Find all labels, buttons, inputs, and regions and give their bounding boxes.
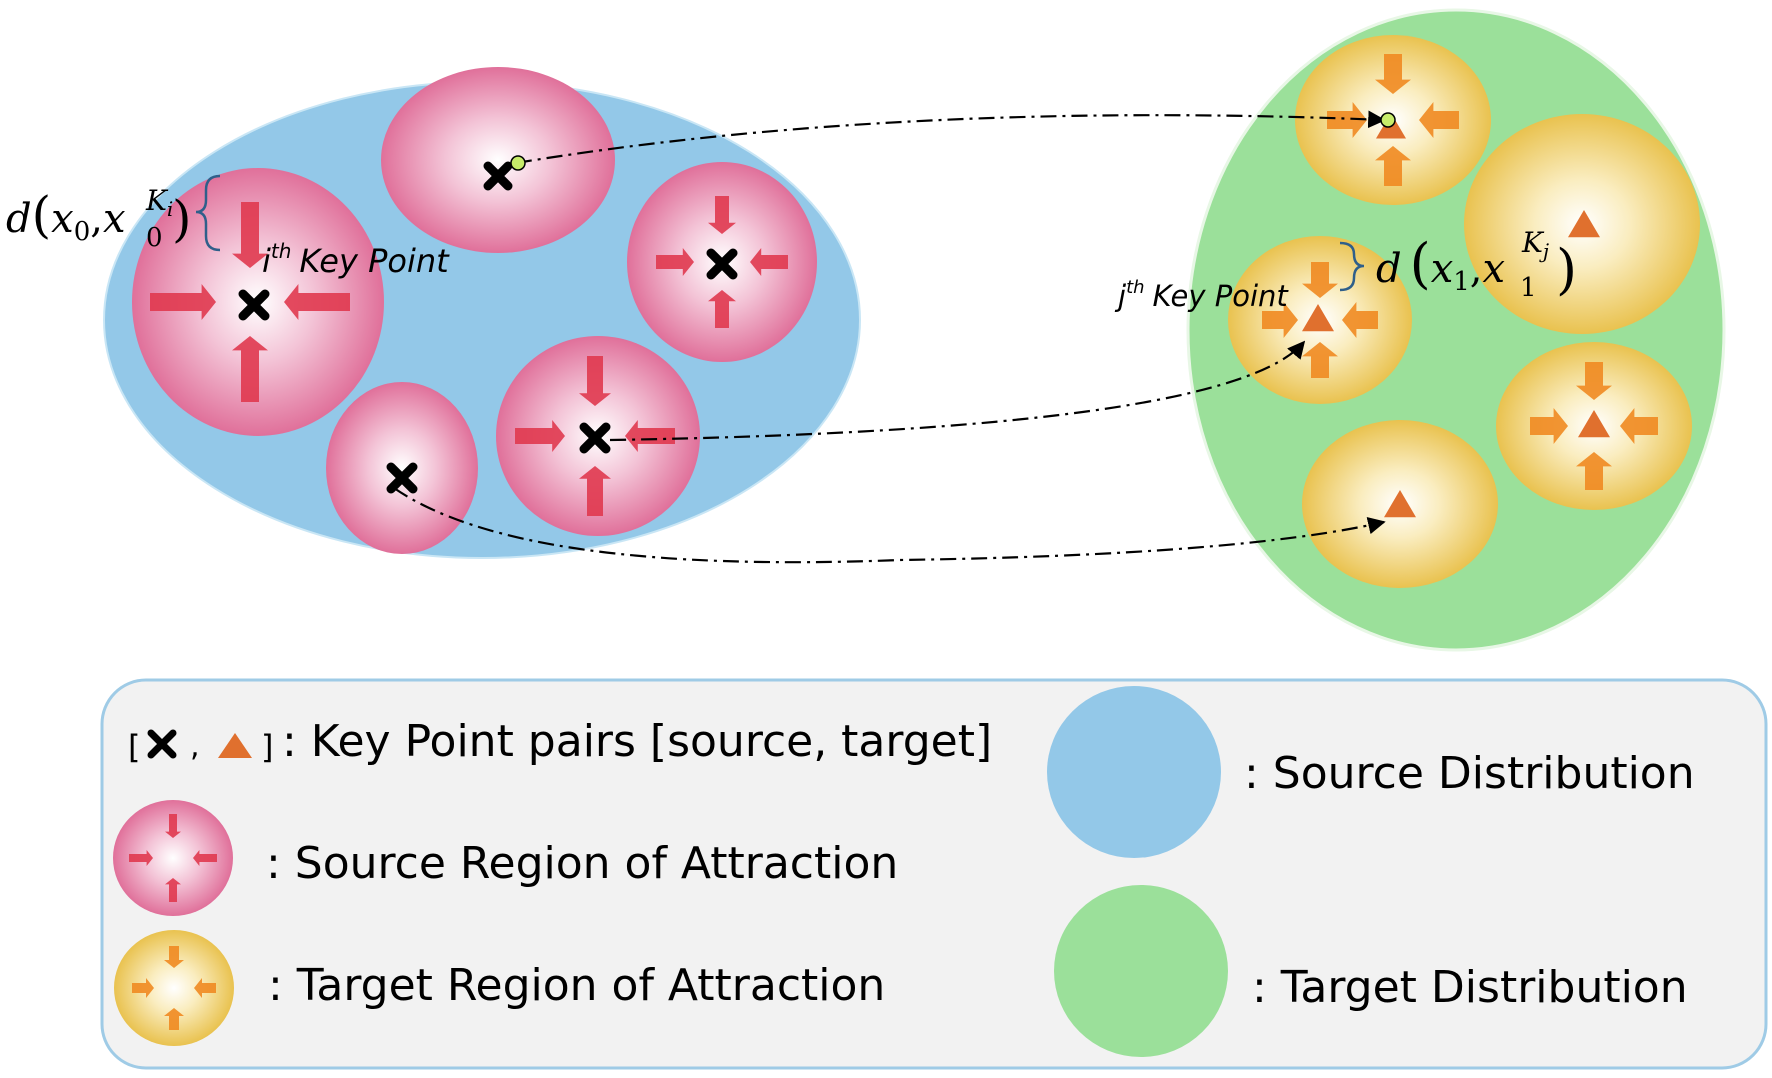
source-right-arrow-down bbox=[708, 196, 736, 234]
attraction-arrows bbox=[150, 54, 1658, 516]
legend-source-arrow-down bbox=[165, 814, 181, 838]
src-dist-sub: 0 bbox=[74, 217, 91, 247]
legend-source-dist: : Source Distribution bbox=[1244, 748, 1695, 799]
src-dist-sub2: 0 bbox=[146, 223, 163, 253]
source-left-arrow-left bbox=[284, 284, 350, 320]
legend-pairs-comma: , bbox=[190, 729, 200, 764]
target-hit-point-top bbox=[1380, 112, 1396, 128]
source-region-bottom-left bbox=[326, 382, 478, 554]
svg-text:d(x0,x: d(x0,x bbox=[6, 186, 126, 247]
target-mid-right-arrow-up bbox=[1576, 452, 1612, 490]
svg-text:Ki: Ki bbox=[145, 184, 173, 221]
src-dist-supsub: i bbox=[167, 197, 173, 221]
tgt-dist-sub2: 1 bbox=[1520, 273, 1537, 303]
legend-source-roa-arrows bbox=[129, 814, 217, 902]
src-dist-d: d bbox=[6, 196, 32, 242]
source-bottom-right-arrow-up bbox=[579, 466, 611, 516]
target-distance-bracket bbox=[1339, 241, 1365, 292]
source-keypoint-bottom-left bbox=[386, 462, 418, 494]
tgt-dist-sup: K bbox=[1521, 226, 1545, 259]
legend-target-arrow-up bbox=[164, 1008, 184, 1030]
target-keypoint-mid-right bbox=[1578, 410, 1610, 438]
src-dist-sup: K bbox=[145, 184, 169, 217]
target-keypoint-bottom bbox=[1384, 490, 1416, 518]
legend-target-arrow-left bbox=[194, 978, 216, 998]
target-top-arrow-down bbox=[1375, 54, 1411, 94]
legend-triangle-icon bbox=[218, 733, 252, 758]
key-point-markers bbox=[238, 113, 1610, 518]
src-dist-x: x bbox=[51, 196, 74, 242]
legend-pairs-open: [ bbox=[128, 728, 140, 766]
legend-pairs-label: : Key Point pairs [source, target] bbox=[282, 716, 992, 767]
legend-target-roa-swatch bbox=[114, 930, 234, 1046]
legend-target-arrow-right bbox=[132, 978, 154, 998]
target-mid-left-arrow-right bbox=[1262, 302, 1298, 338]
source-keypoint-right bbox=[706, 248, 738, 280]
connector-middle bbox=[609, 340, 1306, 442]
target-mid-right-arrow-right bbox=[1530, 408, 1568, 444]
svg-text:d(x1,x: d(x1,x bbox=[1376, 232, 1505, 297]
src-dist-x2: x bbox=[103, 196, 126, 242]
source-left-arrow-down bbox=[232, 202, 268, 268]
target-keypoint-mid-left bbox=[1302, 304, 1334, 332]
legend-source-dist-swatch bbox=[1047, 686, 1221, 858]
source-keypoint-left bbox=[238, 289, 270, 321]
legend-source-arrow-right bbox=[129, 850, 153, 866]
legend-source-roa: : Source Region of Attraction bbox=[266, 838, 898, 889]
tgt-dist-sub: 1 bbox=[1453, 267, 1470, 297]
target-mid-left-arrow-up bbox=[1302, 342, 1338, 378]
source-keypoint-bottom-right bbox=[579, 422, 611, 454]
src-dist-close: ) bbox=[172, 190, 192, 248]
legend: [ , ] : Key Point pairs [source, target]… bbox=[100, 678, 1768, 1070]
legend-target-dist: : Target Distribution bbox=[1252, 962, 1688, 1013]
legend-source-arrow-left bbox=[193, 850, 217, 866]
legend-source-arrow-up bbox=[165, 878, 181, 902]
target-top-arrow-right bbox=[1327, 102, 1367, 138]
src-dist-comma: , bbox=[90, 196, 103, 242]
source-right-arrow-right bbox=[656, 248, 694, 276]
target-mid-right-arrow-left bbox=[1620, 408, 1658, 444]
source-left-arrow-up bbox=[232, 336, 268, 402]
source-keypoint-top bbox=[483, 161, 513, 191]
tgt-dist-comma: , bbox=[1470, 246, 1483, 292]
source-region-top bbox=[381, 67, 615, 253]
tgt-dist-d: d bbox=[1376, 246, 1402, 292]
source-distance-bracket bbox=[195, 174, 221, 252]
source-distance-annotation: d(x0,x Ki 0 ) bbox=[6, 174, 221, 253]
svg-text:Kj: Kj bbox=[1521, 226, 1549, 263]
source-right-arrow-left bbox=[750, 248, 788, 276]
source-right-arrow-up bbox=[708, 290, 736, 328]
legend-source-roa-swatch bbox=[113, 800, 233, 916]
target-distance-annotation: d(x1,x Kj 1 ) bbox=[1339, 226, 1577, 303]
tgt-dist-supsub: j bbox=[1539, 239, 1549, 263]
legend-box bbox=[100, 678, 1768, 1070]
tgt-dist-x: x bbox=[1431, 246, 1454, 292]
tgt-dist-close: ) bbox=[1556, 238, 1577, 301]
target-mid-left-arrow-down bbox=[1302, 262, 1338, 298]
legend-target-roa-arrows bbox=[132, 946, 216, 1030]
source-bottom-right-arrow-down bbox=[579, 356, 611, 406]
source-hit-point-top bbox=[510, 155, 526, 171]
legend-pairs-close: ] bbox=[261, 728, 273, 766]
source-bottom-right-arrow-left bbox=[625, 420, 675, 452]
correspondence-connectors bbox=[393, 110, 1386, 564]
legend-target-dist-swatch bbox=[1054, 885, 1228, 1057]
legend-target-arrow-down bbox=[164, 946, 184, 968]
target-mid-left-arrow-left bbox=[1342, 302, 1378, 338]
source-left-arrow-right bbox=[150, 284, 216, 320]
tgt-dist-x2: x bbox=[1483, 246, 1506, 292]
target-mid-right-arrow-down bbox=[1576, 362, 1612, 400]
target-top-arrow-left bbox=[1419, 102, 1459, 138]
legend-target-roa: : Target Region of Attraction bbox=[268, 960, 885, 1011]
target-top-arrow-up bbox=[1375, 146, 1411, 186]
source-bottom-right-arrow-right bbox=[515, 420, 565, 452]
target-keypoint-large bbox=[1568, 210, 1600, 238]
connector-bottom bbox=[393, 487, 1386, 564]
connector-top bbox=[515, 110, 1386, 165]
legend-cross-icon bbox=[147, 729, 177, 759]
